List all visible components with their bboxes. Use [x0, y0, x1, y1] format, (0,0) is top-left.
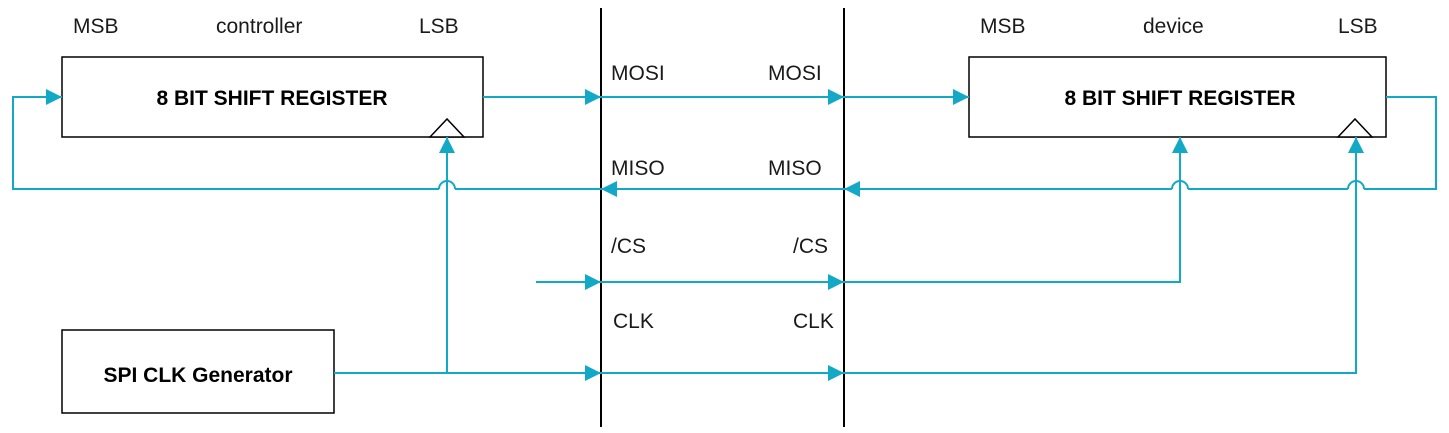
spi-clk-generator-box [61, 329, 335, 414]
clk-label-device: CLK [793, 310, 834, 333]
cs-label-controller: /CS [611, 235, 646, 258]
controller-register-label: 8 BIT SHIFT REGISTER [156, 87, 387, 110]
device-register-label: 8 BIT SHIFT REGISTER [1064, 87, 1295, 110]
device-title: device [1143, 15, 1204, 38]
miso-label-controller: MISO [611, 157, 665, 180]
mosi-label-device: MOSI [768, 62, 822, 85]
cs-label-device: /CS [793, 235, 828, 258]
controller-title: controller [216, 15, 302, 38]
device-lsb-label: LSB [1338, 15, 1378, 38]
miso-wire [12, 89, 1437, 197]
spi-clk-generator-label: SPI CLK Generator [103, 364, 292, 387]
clk-label-controller: CLK [613, 310, 654, 333]
controller-msb-label: MSB [73, 15, 119, 38]
device-msb-label: MSB [980, 15, 1026, 38]
miso-label-device: MISO [768, 157, 822, 180]
controller-lsb-label: LSB [419, 15, 459, 38]
mosi-label-controller: MOSI [611, 62, 665, 85]
cs-wire [536, 137, 1188, 290]
clk-wire [334, 137, 1364, 381]
